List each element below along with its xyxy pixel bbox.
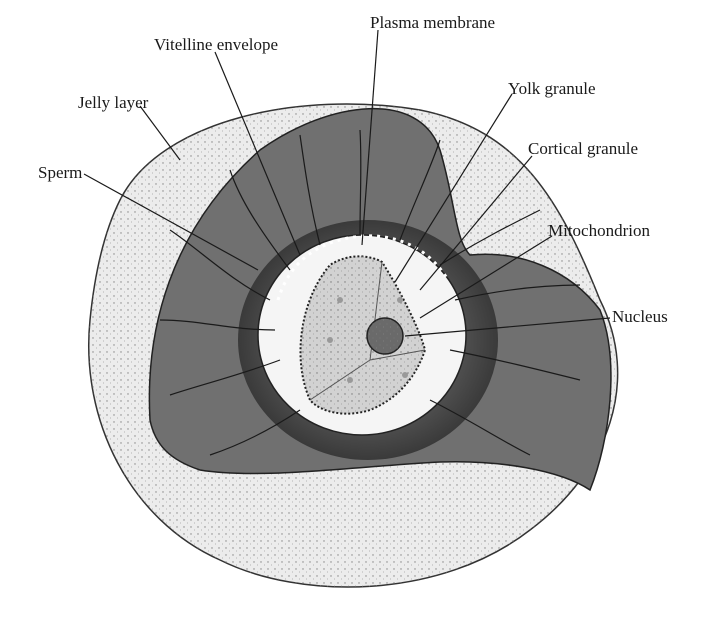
- label-sperm: Sperm: [38, 164, 82, 181]
- label-cortical-granule: Cortical granule: [528, 140, 638, 157]
- label-nucleus: Nucleus: [612, 308, 668, 325]
- label-jelly-layer: Jelly layer: [78, 94, 148, 111]
- label-plasma-membrane: Plasma membrane: [370, 14, 495, 31]
- label-vitelline-envelope: Vitelline envelope: [154, 36, 278, 53]
- nucleus: [367, 318, 403, 354]
- label-yolk-granule: Yolk granule: [508, 80, 596, 97]
- label-mitochondrion: Mitochondrion: [548, 222, 650, 239]
